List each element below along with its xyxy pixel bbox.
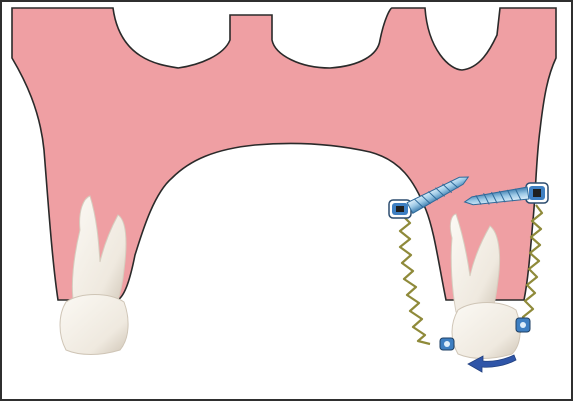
tooth-bracket-right [516,318,530,332]
tooth-bracket-left [440,338,454,350]
right-screw-head-bracket [526,183,548,203]
